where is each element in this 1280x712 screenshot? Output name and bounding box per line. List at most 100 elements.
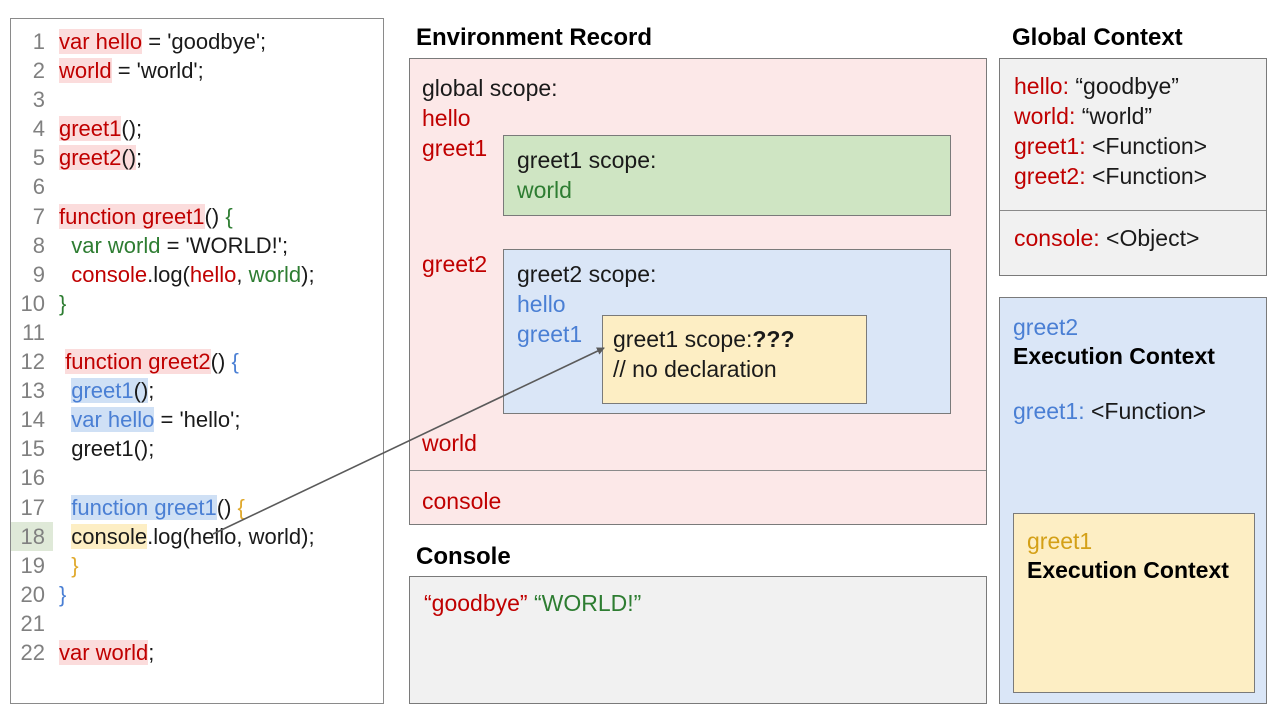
console-heading: Console: [416, 543, 511, 570]
code-token: = 'WORLD!';: [160, 232, 289, 258]
code-token: ;: [148, 639, 155, 665]
environment-record-heading: Environment Record: [416, 24, 653, 51]
code-token: var world: [59, 639, 149, 665]
code-token: ,: [236, 261, 249, 287]
code-line[interactable]: 9 console.log(hello, world);: [11, 260, 383, 289]
code-line[interactable]: 13 greet1();: [11, 376, 383, 405]
er-binding-greet1: greet1: [422, 135, 488, 161]
code-token: (): [210, 349, 232, 375]
code-line-text: function greet1() {: [53, 493, 383, 522]
global-context-key: greet2:: [1014, 163, 1086, 189]
code-line-text: var hello = 'goodbye';: [53, 27, 383, 56]
code-line[interactable]: 21: [11, 609, 383, 638]
line-number: 1: [32, 29, 45, 54]
code-line[interactable]: 8 var world = 'WORLD!';: [11, 231, 383, 260]
code-token: var world: [71, 232, 161, 258]
global-context-value: <Function>: [1085, 163, 1208, 189]
global-context-builtin-row: console: <Object>: [1014, 225, 1199, 252]
console-output-line: “goodbye” “WORLD!”: [424, 590, 641, 617]
code-line[interactable]: 14 var hello = 'hello';: [11, 405, 383, 434]
code-token: function greet1: [59, 203, 205, 229]
code-line[interactable]: 17 function greet1() {: [11, 493, 383, 522]
code-token: {: [237, 494, 245, 520]
code-line[interactable]: 1 var hello = 'goodbye';: [11, 27, 383, 56]
code-line[interactable]: 18 console.log(hello, world);: [11, 521, 383, 551]
code-line-text: var world = 'WORLD!';: [53, 231, 383, 260]
line-number: 19: [20, 552, 45, 578]
code-line[interactable]: 16: [11, 463, 383, 492]
code-line[interactable]: 15 greet1();: [11, 434, 383, 463]
code-token: (): [133, 378, 149, 404]
code-token: (): [216, 494, 238, 520]
code-token: }: [59, 290, 67, 316]
code-token: );: [301, 261, 315, 287]
code-token: .log(hello, world);: [147, 523, 315, 549]
environment-record-panel: global scope: hello greet1 greet2 world …: [409, 58, 987, 525]
greet2-scope-var-hello: hello: [517, 291, 566, 317]
code-line[interactable]: 19 }: [11, 551, 383, 580]
line-number: 10: [20, 290, 45, 316]
global-context-key: greet1:: [1014, 133, 1086, 159]
code-line[interactable]: 3: [11, 85, 383, 114]
global-context-key: hello:: [1014, 73, 1069, 99]
code-token: greet2: [59, 145, 122, 171]
code-token: ;: [136, 145, 143, 171]
global-context-row: hello: “goodbye”: [1014, 73, 1179, 100]
code-line[interactable]: 20}: [11, 580, 383, 609]
line-number: 18: [11, 521, 53, 551]
global-context-row: greet2: <Function>: [1014, 163, 1207, 190]
environment-record-global-scope: global scope: hello greet1 greet2 world …: [410, 59, 986, 470]
code-token: world: [248, 261, 302, 287]
code-token: [59, 262, 71, 287]
code-line[interactable]: 12 function greet2() {: [11, 347, 383, 376]
greet1-inner-scope-title: greet1 scope:???: [613, 326, 795, 353]
line-number: 20: [20, 581, 45, 607]
code-line[interactable]: 6: [11, 172, 383, 201]
global-context-value: <Object>: [1099, 225, 1200, 251]
line-number: 8: [32, 232, 45, 258]
code-token: [59, 378, 71, 403]
line-number: 13: [20, 378, 45, 404]
code-token: = 'world';: [111, 58, 204, 84]
line-number: 21: [20, 610, 45, 636]
code-token: ;: [148, 378, 155, 404]
code-line[interactable]: 11: [11, 318, 383, 347]
code-token: = 'goodbye';: [142, 29, 267, 54]
code-line-text: }: [53, 580, 383, 609]
code-token: [59, 233, 71, 258]
code-token: (): [121, 145, 137, 171]
console-panel[interactable]: “goodbye” “WORLD!”: [409, 576, 987, 704]
code-line-text: }: [53, 551, 383, 580]
global-context-value: “goodbye”: [1068, 73, 1179, 99]
greet2-execution-context-name: greet2: [1013, 314, 1079, 340]
line-number: 9: [32, 261, 45, 287]
code-token: ();: [121, 116, 143, 142]
code-token: }: [71, 552, 79, 578]
environment-record-divider: [410, 470, 986, 471]
code-token: = 'hello';: [154, 407, 241, 433]
greet1-inner-scope-box: greet1 scope:??? // no declaration: [602, 315, 867, 404]
line-number: 11: [22, 319, 45, 345]
code-token: hello: [189, 261, 237, 287]
er-binding-hello: hello: [422, 105, 471, 131]
code-line[interactable]: 10}: [11, 289, 383, 318]
code-token: [59, 495, 71, 520]
greet1-scope-box: greet1 scope: world: [503, 135, 951, 216]
global-context-panel: hello: “goodbye”world: “world”greet1: <F…: [999, 58, 1267, 276]
greet1-scope-var-world: world: [517, 177, 572, 203]
code-token: }: [59, 581, 67, 607]
code-token: greet1: [71, 378, 134, 404]
code-line-text: }: [53, 289, 383, 318]
code-token: world: [59, 58, 112, 84]
global-context-key: console:: [1014, 225, 1100, 251]
line-number: 3: [32, 87, 45, 113]
code-token: [59, 553, 71, 578]
er-binding-console: console: [422, 488, 502, 514]
